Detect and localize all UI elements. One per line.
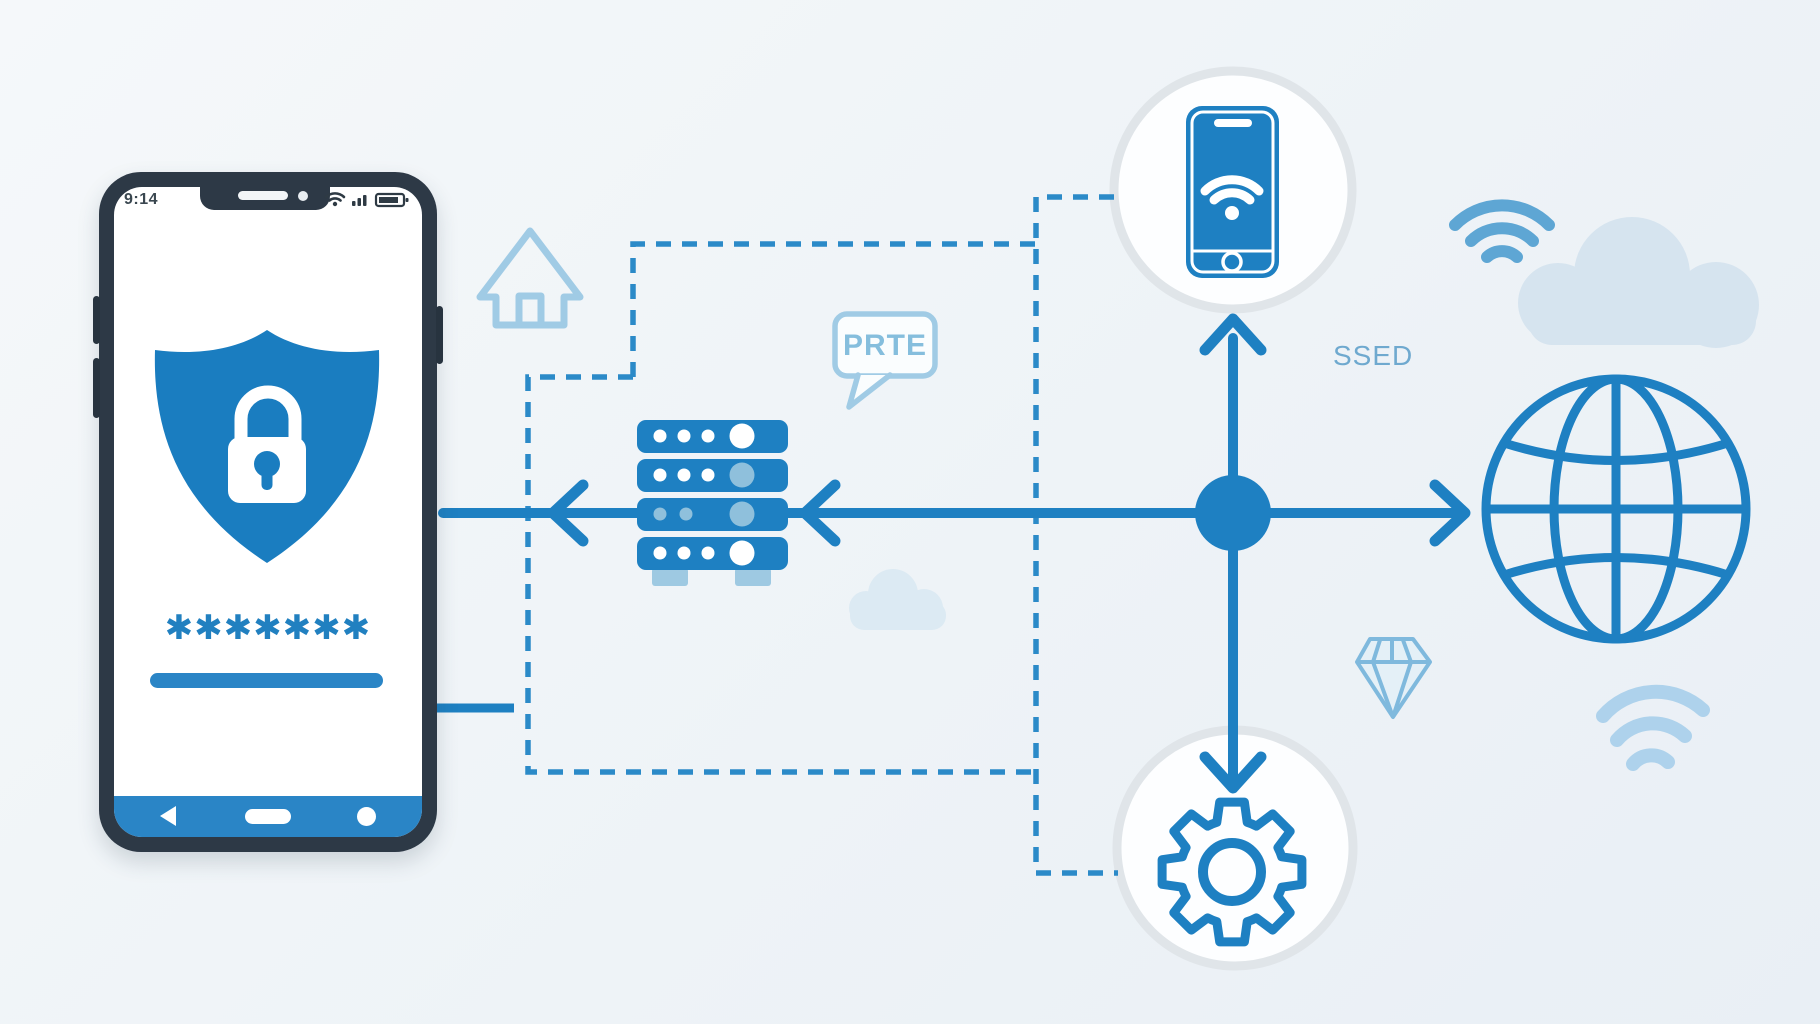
shield-lock-icon bbox=[154, 330, 380, 563]
battery-status-icon bbox=[374, 192, 409, 208]
server-stack-icon bbox=[637, 420, 788, 586]
wifi-icon-bottom bbox=[1596, 684, 1710, 771]
speech-bubble-text: PRTE bbox=[842, 329, 927, 362]
password-input-bar[interactable] bbox=[150, 673, 383, 688]
dashed-route-top bbox=[630, 241, 1036, 377]
arrowhead-up-phone-circle bbox=[1199, 313, 1267, 356]
gear-icon bbox=[1157, 797, 1307, 947]
phone-navbar bbox=[114, 796, 422, 837]
back-triangle-icon[interactable] bbox=[160, 806, 176, 826]
wifi-phone-icon bbox=[1186, 106, 1279, 278]
volume-button-up bbox=[93, 296, 100, 344]
power-button bbox=[436, 306, 443, 364]
large-cloud-icon bbox=[1518, 217, 1759, 348]
smartphone-mockup: 9:14 bbox=[93, 172, 443, 852]
signal-status-icon bbox=[352, 195, 367, 206]
dashed-route-bottom bbox=[525, 374, 1036, 775]
camera-dot-icon bbox=[298, 191, 308, 201]
diamond-icon bbox=[1355, 637, 1432, 719]
arrowhead-left-server bbox=[799, 479, 841, 547]
wifi-icon-top bbox=[1449, 199, 1555, 263]
status-icons bbox=[324, 190, 410, 213]
arrowhead-right-globe bbox=[1429, 479, 1471, 547]
password-mask: ✱✱✱✱✱✱✱ bbox=[164, 608, 372, 648]
small-cloud-icon bbox=[849, 569, 946, 630]
home-pill-icon[interactable] bbox=[245, 809, 291, 824]
globe-icon bbox=[1481, 374, 1751, 644]
recent-circle-icon[interactable] bbox=[357, 807, 376, 826]
status-time: 9:14 bbox=[124, 191, 159, 208]
volume-button-down bbox=[93, 358, 100, 418]
notch bbox=[200, 187, 330, 210]
speech-bubble-icon bbox=[832, 311, 938, 410]
arrowhead-down-gear-circle bbox=[1199, 751, 1267, 794]
wifi-status-icon bbox=[324, 192, 346, 202]
speaker-slot bbox=[238, 191, 288, 200]
phone-screen: 9:14 bbox=[114, 187, 422, 837]
network-node-dot bbox=[1195, 475, 1271, 551]
dashed-route-right bbox=[1033, 194, 1118, 876]
home-outline-icon bbox=[476, 227, 584, 329]
connection-label: SSED bbox=[1333, 340, 1414, 371]
arrowhead-left-phone bbox=[547, 479, 589, 547]
